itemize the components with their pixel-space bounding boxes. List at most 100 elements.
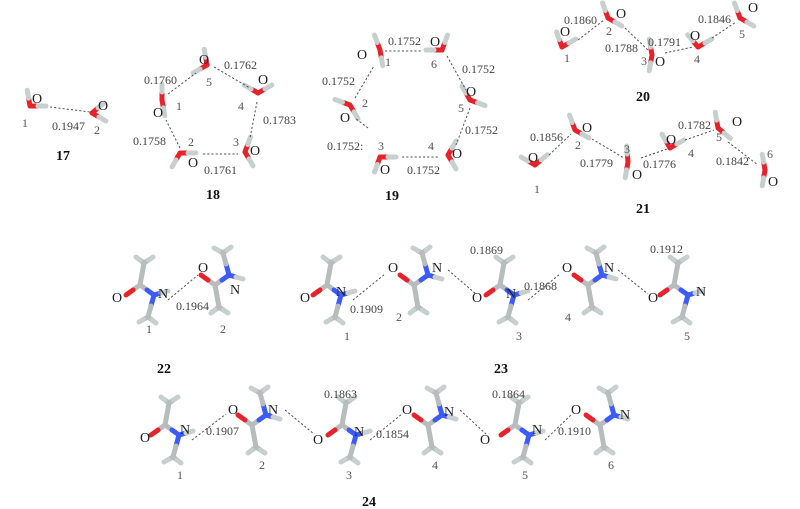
hydrogen-bond-line xyxy=(711,21,737,39)
atom-label: O xyxy=(112,291,122,306)
atom-label: O xyxy=(340,111,350,126)
distance-label: 0.1910 xyxy=(558,424,591,438)
amide-molecule xyxy=(270,414,283,422)
water-molecule xyxy=(744,19,757,29)
amide-molecule xyxy=(508,394,518,403)
structure-label: 22 xyxy=(157,362,171,377)
amide-molecule xyxy=(609,384,619,393)
distance-label: 0.1779 xyxy=(580,156,613,170)
atom-label: O xyxy=(402,403,412,418)
atom-label: O xyxy=(616,7,626,22)
molecule-number: 1 xyxy=(564,51,570,65)
atom-label: O xyxy=(380,163,390,178)
molecule-number: 2 xyxy=(94,123,100,137)
molecule-number: 1 xyxy=(177,468,183,482)
atom-label: O xyxy=(528,151,538,166)
hydrogen-bond-line xyxy=(165,119,181,149)
amide-molecule xyxy=(571,272,584,283)
amide-molecule xyxy=(211,245,221,253)
distance-label: 0.1752 xyxy=(322,74,355,88)
water-molecule xyxy=(518,154,531,164)
amide-molecule xyxy=(670,317,680,325)
amide-molecule xyxy=(667,254,677,263)
atom-label: O xyxy=(732,115,742,130)
water-molecule xyxy=(372,32,380,45)
amide-molecule xyxy=(421,447,431,456)
molecule-number: 3 xyxy=(516,329,522,343)
molecule-number: 2 xyxy=(606,24,612,38)
water-molecule xyxy=(160,105,168,119)
distance-label: 0.1752 xyxy=(462,62,495,76)
amide-molecule xyxy=(657,287,670,298)
molecule-number: 5 xyxy=(716,130,722,144)
water-molecule xyxy=(372,162,380,175)
distance-label: 0.1912 xyxy=(650,242,683,256)
hydrogen-bonds xyxy=(49,19,759,441)
hydrogen-bond-line xyxy=(617,269,649,295)
atom-label: O xyxy=(648,291,658,306)
water-molecule xyxy=(646,36,654,50)
atom-label: O xyxy=(690,29,700,44)
amide-molecule xyxy=(149,317,159,326)
water-molecule xyxy=(567,112,575,125)
atom-label: N xyxy=(268,403,278,418)
amide-molecule xyxy=(148,427,161,438)
amide-molecule xyxy=(680,254,690,263)
amide-molecule xyxy=(320,254,330,263)
water-molecule xyxy=(190,66,203,76)
water-molecule xyxy=(732,0,740,13)
amide-molecule xyxy=(597,244,607,253)
amide-molecule xyxy=(235,412,248,423)
amide-molecule xyxy=(692,288,705,296)
water-molecule xyxy=(759,151,767,165)
atom-label: O xyxy=(562,261,572,276)
atom-label: O xyxy=(300,291,310,306)
water-molecule xyxy=(459,83,469,96)
structure-label: 20 xyxy=(636,90,650,105)
amide-molecule xyxy=(333,254,343,263)
amide-molecule xyxy=(338,457,348,465)
distance-label: 0.1791 xyxy=(648,35,681,49)
amide-molecule xyxy=(483,287,496,298)
hydrogen-bond-line xyxy=(284,409,315,435)
molecule-number: 6 xyxy=(431,57,437,71)
hydrogen-bond-line xyxy=(624,27,649,51)
atom-label: N xyxy=(230,283,240,298)
atom-label: O xyxy=(98,99,108,114)
distance-label: 0.1863 xyxy=(324,387,357,401)
amide-molecule xyxy=(518,288,531,296)
amide-molecule xyxy=(174,457,184,466)
distance-label: 0.1907 xyxy=(206,424,239,438)
structure-label: 17 xyxy=(56,149,70,164)
amide-molecule xyxy=(683,317,693,326)
atom-label: O xyxy=(582,121,592,136)
water-molecule xyxy=(674,137,687,147)
molecule-number: 3 xyxy=(346,468,352,482)
water-molecule xyxy=(378,55,386,69)
structure-label: 21 xyxy=(636,202,650,217)
atom-label: O xyxy=(666,133,676,148)
molecule-number: 5 xyxy=(522,468,528,482)
molecule-number: 1 xyxy=(534,182,540,196)
amide-molecule xyxy=(224,244,234,253)
amide-molecule xyxy=(221,307,231,316)
molecule-number: 4 xyxy=(238,99,244,113)
atom-label: O xyxy=(153,106,163,121)
atom-label: N xyxy=(354,425,364,440)
atom-label: N xyxy=(620,408,630,423)
water-molecule xyxy=(702,36,715,46)
amide-molecule xyxy=(336,317,346,326)
hydrogen-bond-line xyxy=(459,409,487,435)
atom-label: O xyxy=(480,433,490,448)
atom-label: O xyxy=(199,53,209,68)
hydrogen-bond-line xyxy=(727,141,759,166)
water-molecule xyxy=(538,152,550,163)
amide-molecule xyxy=(533,428,546,436)
amide-molecule xyxy=(258,447,268,456)
hydrogen-bond-line xyxy=(640,148,668,159)
atom-label: N xyxy=(444,405,454,420)
water-molecule xyxy=(449,159,459,172)
hydrogen-bond-line xyxy=(213,66,251,89)
